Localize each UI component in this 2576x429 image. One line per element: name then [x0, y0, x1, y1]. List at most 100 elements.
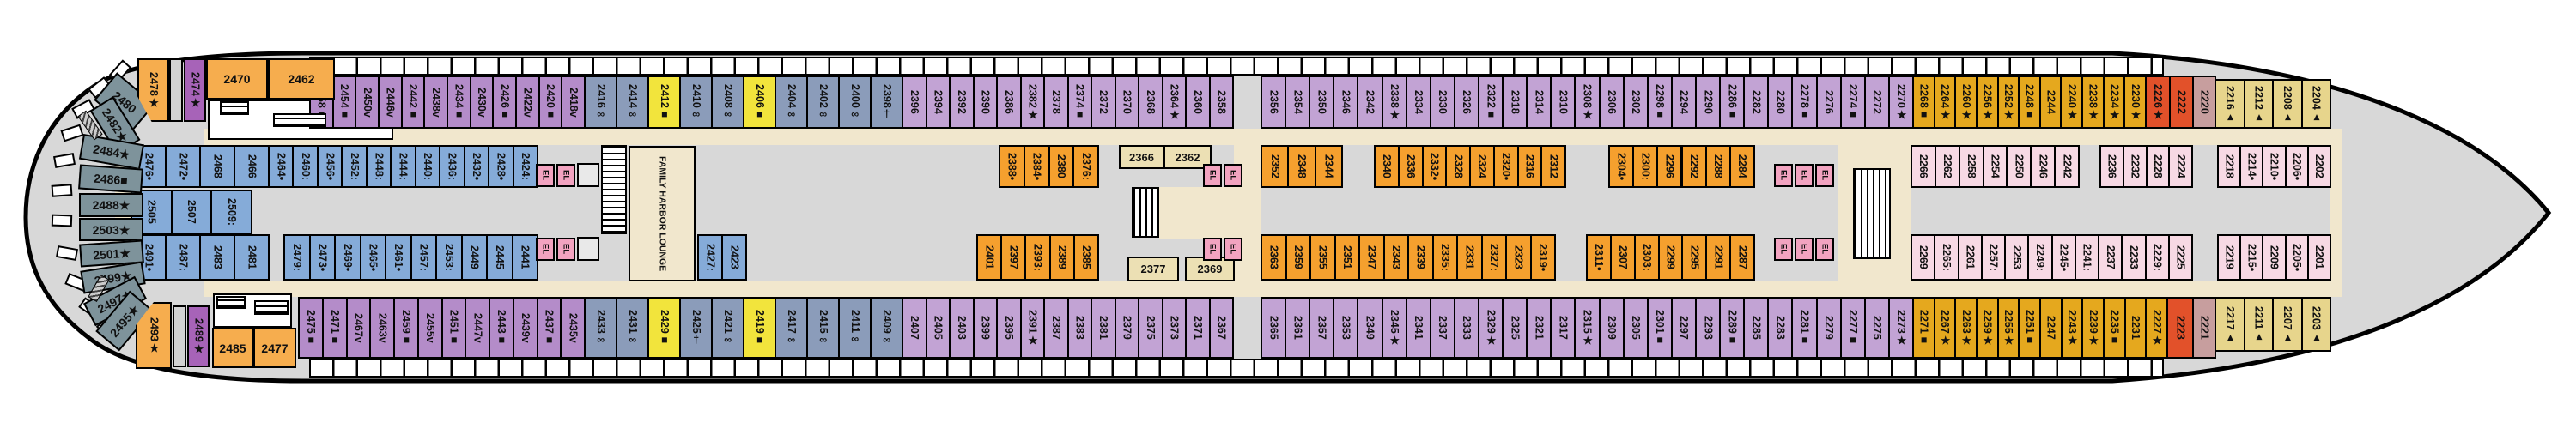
cabin-2400[interactable]: 2400∞: [838, 76, 872, 129]
cabin-2343[interactable]: 2343: [1382, 234, 1409, 281]
cabin-2289[interactable]: 2289■: [1719, 297, 1746, 359]
cabin-2478[interactable]: 2478★: [137, 58, 169, 122]
cabin-2399[interactable]: 2399: [972, 297, 998, 359]
cabin-2263[interactable]: 2263★: [1954, 297, 1978, 359]
cabin-2223[interactable]: 2223: [2166, 297, 2194, 359]
cabin-2392[interactable]: 2392: [949, 76, 975, 129]
cabin-2384[interactable]: 2384•: [1023, 145, 1050, 188]
cabin-2349[interactable]: 2349: [1357, 297, 1383, 359]
cabin-2287[interactable]: 2287: [1729, 234, 1755, 281]
cabin-2319[interactable]: 2319•: [1529, 234, 1556, 281]
cabin-2481[interactable]: 2481: [234, 234, 270, 281]
cabin-2296[interactable]: 2296: [1656, 145, 1683, 188]
cabin-2438[interactable]: 2438v: [423, 76, 448, 129]
elevator[interactable]: EL: [1774, 164, 1793, 187]
cabin-2451[interactable]: 2451■: [440, 297, 467, 359]
cabin-2241[interactable]: 2241:: [2074, 234, 2099, 281]
cabin-2390[interactable]: 2390: [972, 76, 998, 129]
cabin-2457[interactable]: 2457:: [410, 234, 437, 281]
elevator[interactable]: EL: [1795, 238, 1814, 261]
cabin-2302[interactable]: 2302: [1622, 76, 1649, 129]
cabin-2476[interactable]: 2476•: [131, 145, 167, 188]
cabin-2295[interactable]: 2295: [1681, 234, 1708, 281]
cabin-2363[interactable]: 2363: [1261, 234, 1287, 281]
cabin-2309[interactable]: 2309: [1598, 297, 1625, 359]
cabin-2332[interactable]: 2332•: [1421, 145, 1448, 188]
cabin-2461[interactable]: 2461•: [385, 234, 412, 281]
cabin-2250[interactable]: 2250: [2006, 145, 2032, 188]
cabin-2342[interactable]: 2342: [1357, 76, 1383, 129]
cabin-2258[interactable]: 2258: [1958, 145, 1984, 188]
cabin-2222[interactable]: 2222: [2168, 76, 2194, 129]
cabin-2507[interactable]: 2507: [170, 190, 213, 234]
cabin-2259[interactable]: 2259★: [1976, 297, 1999, 359]
cabin-2269[interactable]: 2269: [1911, 234, 1936, 281]
cabin-2460[interactable]: 2460:: [292, 145, 319, 188]
cabin-2254[interactable]: 2254: [1982, 145, 2008, 188]
cabin-2475[interactable]: 2475■: [298, 297, 324, 359]
cabin-2446[interactable]: 2446v: [378, 76, 403, 129]
cabin-2345[interactable]: 2345★: [1381, 297, 1407, 359]
cabin-2434[interactable]: 2434■: [447, 76, 471, 129]
cabin-2306[interactable]: 2306: [1598, 76, 1625, 129]
cabin-2325[interactable]: 2325: [1502, 297, 1528, 359]
cabin-2212[interactable]: 2212▴: [2243, 79, 2274, 129]
cabin-2416[interactable]: 2416∞: [584, 76, 617, 129]
cabin-2397[interactable]: 2397: [1000, 234, 1027, 281]
cabin-2395[interactable]: 2395: [996, 297, 1022, 359]
cabin-2236[interactable]: 2236: [2099, 145, 2124, 188]
cabin-2386[interactable]: 2386: [996, 76, 1022, 129]
cabin-2408[interactable]: 2408∞: [711, 76, 744, 129]
cabin-2472[interactable]: 2472•: [165, 145, 201, 188]
cabin-2300[interactable]: 2300:: [1632, 145, 1659, 188]
cabin-2360[interactable]: 2360: [1185, 76, 1211, 129]
elevator[interactable]: EL: [1224, 238, 1242, 261]
cabin-2270[interactable]: 2270★: [1887, 76, 1914, 129]
cabin-2417[interactable]: 2417∞: [775, 297, 808, 359]
cabin-2240[interactable]: 2240★: [2060, 76, 2084, 129]
cabin-2431[interactable]: 2431∞: [616, 297, 649, 359]
cabin-2486[interactable]: 2486■: [78, 164, 143, 194]
cabin-2323[interactable]: 2323: [1505, 234, 1532, 281]
cabin-2365[interactable]: 2365: [1261, 297, 1287, 359]
cabin-2355[interactable]: 2355: [1309, 234, 1336, 281]
cabin-2419[interactable]: 2419■: [743, 297, 776, 359]
cabin-2439[interactable]: 2439v: [512, 297, 538, 359]
cabin-2221[interactable]: 2221: [2192, 297, 2216, 359]
cabin-2398[interactable]: 2398†: [870, 76, 903, 129]
cabin-2294[interactable]: 2294: [1670, 76, 1697, 129]
cabin-2385[interactable]: 2385: [1072, 234, 1099, 281]
cabin-2347[interactable]: 2347: [1358, 234, 1385, 281]
cabin-2321[interactable]: 2321: [1526, 297, 1552, 359]
cabin-2261[interactable]: 2261: [1957, 234, 1983, 281]
cabin-2273[interactable]: 2273★: [1887, 297, 1914, 359]
cabin-2230[interactable]: 2230★: [2123, 76, 2147, 129]
cabin-2279[interactable]: 2279: [1815, 297, 1842, 359]
cabin-2341[interactable]: 2341: [1405, 297, 1431, 359]
cabin-2290[interactable]: 2290: [1695, 76, 1722, 129]
cabin-2310[interactable]: 2310: [1550, 76, 1577, 129]
elevator[interactable]: EL: [536, 238, 555, 261]
cabin-2447[interactable]: 2447v: [465, 297, 490, 359]
cabin-2488[interactable]: 2488★: [79, 193, 143, 217]
cabin-2409[interactable]: 2409∞: [870, 297, 903, 359]
cabin-2427[interactable]: 2427:: [697, 234, 723, 281]
cabin-2448[interactable]: 2448:: [365, 145, 392, 188]
cabin-2201[interactable]: 2201: [2306, 234, 2331, 281]
cabin-2467[interactable]: 2467v: [345, 297, 372, 359]
elevator[interactable]: EL: [1795, 164, 1814, 187]
cabin-2307[interactable]: 2307: [1609, 234, 1636, 281]
cabin-2459[interactable]: 2459■: [393, 297, 419, 359]
cabin-2375[interactable]: 2375: [1138, 297, 1163, 359]
cabin-2370[interactable]: 2370: [1114, 76, 1139, 129]
cabin-2470[interactable]: 2470: [206, 58, 268, 100]
cabin-2324[interactable]: 2324: [1469, 145, 1495, 188]
cabin-2468[interactable]: 2468: [199, 145, 235, 188]
cabin-2293[interactable]: 2293: [1695, 297, 1722, 359]
cabin-2364[interactable]: 2364★: [1161, 76, 1187, 129]
cabin-2224[interactable]: 2224: [2168, 145, 2193, 188]
cabin-2366[interactable]: 2366: [1119, 145, 1164, 169]
cabin-2450[interactable]: 2450v: [355, 76, 380, 129]
cabin-2426[interactable]: 2426■: [492, 76, 517, 129]
cabin-2346[interactable]: 2346: [1333, 76, 1359, 129]
